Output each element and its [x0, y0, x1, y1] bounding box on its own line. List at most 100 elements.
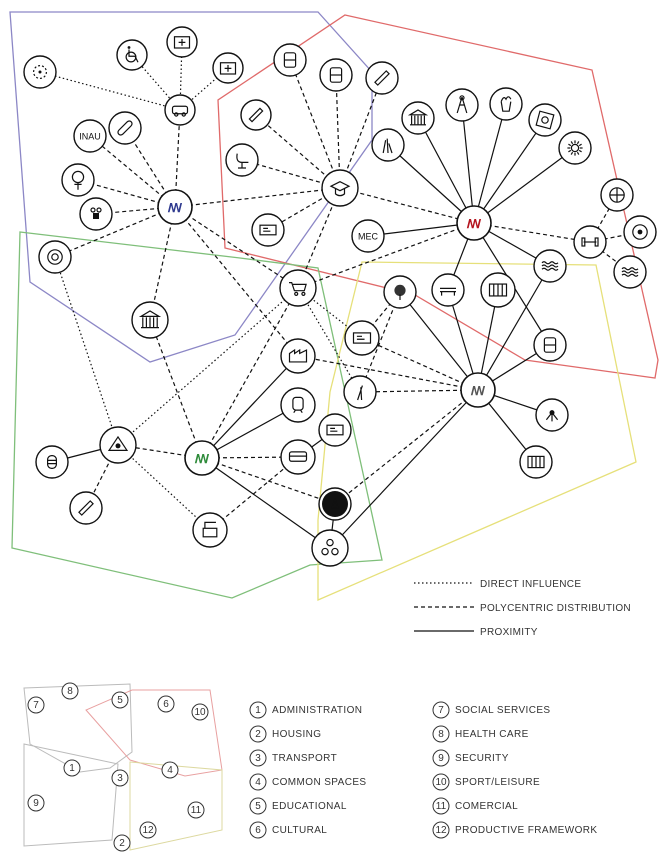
- legend-direct-label: DIRECT INFLUENCE: [480, 579, 581, 590]
- link: [339, 77, 383, 189]
- key-map-number: 9: [33, 798, 39, 809]
- link: [473, 222, 591, 243]
- tree-icon: [394, 284, 406, 300]
- node-fence: [480, 272, 516, 308]
- wheat-icon: [357, 385, 363, 401]
- node-circle: [38, 240, 72, 274]
- route-icon: [545, 410, 559, 422]
- link: [335, 74, 341, 189]
- zone-yellow: [317, 261, 637, 601]
- link: [201, 404, 299, 459]
- node-circle: [528, 103, 562, 137]
- key-item: 4 COMMON SPACES: [249, 773, 366, 791]
- key-item-number: 4: [255, 777, 261, 788]
- link: [297, 287, 363, 339]
- hub-circle: [184, 440, 220, 476]
- link: [149, 319, 203, 459]
- dumbbell-icon: [581, 237, 599, 247]
- water-icon: [541, 261, 559, 271]
- node-graduation: [321, 169, 359, 207]
- link: [334, 389, 479, 505]
- link: [255, 114, 341, 189]
- link: [329, 389, 479, 549]
- node-museum: [401, 101, 435, 135]
- ambulance-icon: [171, 105, 189, 117]
- zone-green: [11, 231, 383, 599]
- link: [149, 206, 176, 321]
- hub-circle: [157, 189, 193, 225]
- link: [399, 291, 479, 391]
- link: [54, 206, 176, 258]
- bench-icon: [440, 287, 456, 296]
- key-item-number: 1: [255, 705, 261, 716]
- painting-icon: [535, 110, 555, 130]
- link: [201, 287, 299, 459]
- abacus-icon: [527, 455, 545, 469]
- wheelchair-icon: [125, 46, 139, 63]
- key-item-label: PRODUCTIVE FRAMEWORK: [455, 825, 597, 836]
- key-item-number: 6: [255, 825, 261, 836]
- link: [473, 103, 507, 224]
- link: [461, 104, 475, 224]
- key-item-label: CULTURAL: [272, 825, 327, 836]
- tower-icon: [456, 95, 468, 114]
- key-map-number: 7: [33, 700, 39, 711]
- key-item-label: HEALTH CARE: [455, 729, 529, 740]
- node-circle: [164, 94, 196, 126]
- hub-circle: [460, 372, 496, 408]
- node-circle: [344, 320, 380, 356]
- node-basketball: [600, 178, 634, 212]
- node-rocket: [69, 491, 103, 525]
- hub-glyph-icon: ꟿ: [471, 384, 486, 398]
- zone-outlines: [9, 11, 659, 601]
- key-item-label: SOCIAL SERVICES: [455, 705, 550, 716]
- surveillance-eye-icon: [107, 435, 129, 451]
- key-item-label: COMERCIAL: [455, 801, 518, 812]
- key-zone-green: [23, 743, 119, 847]
- key-item-label: EDUCATIONAL: [272, 801, 347, 812]
- government-building-icon: [138, 310, 162, 329]
- key-map-marker: 4: [161, 761, 179, 779]
- key-map-number: 2: [119, 838, 125, 849]
- key-item-number: 9: [438, 753, 444, 764]
- node-bus: [280, 439, 316, 475]
- museum-icon: [407, 109, 429, 126]
- node-painting: [528, 103, 562, 137]
- node-chair: [225, 143, 259, 177]
- key-item-number: 11: [436, 801, 447, 812]
- kiosk-icon: [352, 332, 372, 344]
- bandage-icon: [117, 120, 133, 136]
- link: [473, 147, 576, 224]
- node-tree: [383, 275, 417, 309]
- bus-icon: [288, 451, 308, 462]
- key-map-marker: 10: [191, 703, 209, 721]
- train-icon: [292, 396, 304, 413]
- key-item-label: COMMON SPACES: [272, 777, 366, 788]
- lifebuoy-icon: [47, 249, 63, 265]
- link: [209, 456, 299, 531]
- node-bandage: [108, 111, 142, 145]
- sun-icon: [567, 140, 583, 156]
- key-item-number: 12: [435, 825, 447, 836]
- compass-icon: [322, 491, 348, 517]
- key-item-number: 2: [255, 729, 261, 740]
- mec-label: MEC: [358, 232, 379, 242]
- eraser-icon: [248, 107, 264, 123]
- key-map-marker: 11: [187, 801, 205, 819]
- node-stack: [533, 328, 567, 362]
- node-wheelchair: [116, 39, 148, 71]
- key-map-marker: 3: [111, 769, 129, 787]
- node-circle: [61, 163, 95, 197]
- node-government: [131, 301, 169, 339]
- pencil-icon: [374, 70, 390, 86]
- link: [417, 117, 475, 224]
- bus-stop-icon: [326, 424, 344, 436]
- key-item-number: 10: [435, 777, 447, 788]
- inau-label: INAU: [79, 132, 101, 142]
- key-item-number: 5: [255, 801, 261, 812]
- node-water: [533, 249, 567, 283]
